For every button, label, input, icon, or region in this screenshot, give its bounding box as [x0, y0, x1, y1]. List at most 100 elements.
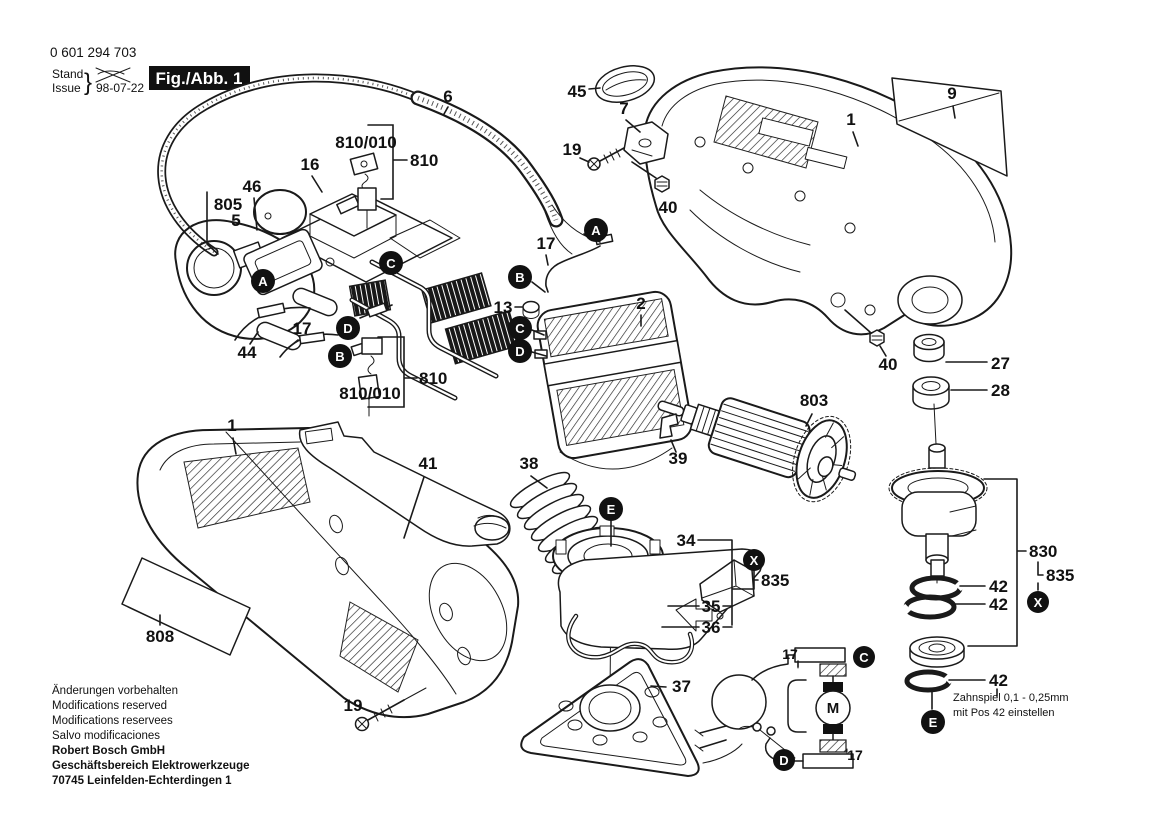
- callout-19-top: 19: [563, 140, 582, 159]
- footer: Änderungen vorbehalten Modifications res…: [52, 685, 250, 787]
- marker-d-left: D: [336, 316, 360, 340]
- callout-34: 34: [677, 531, 696, 550]
- plug-pin: [292, 287, 338, 317]
- callout-835-right: 835: [1046, 566, 1074, 585]
- callout-46: 46: [243, 177, 262, 196]
- callout-835-mid: 835: [761, 571, 789, 590]
- callout-40-top: 40: [659, 198, 678, 217]
- svg-text:B: B: [515, 270, 524, 285]
- sleeve-13: [522, 300, 540, 319]
- marker-e-mid: E: [599, 497, 623, 521]
- sanding-pad-37: [520, 658, 700, 777]
- carbon-brush-top: [349, 152, 379, 229]
- svg-text:A: A: [258, 274, 268, 289]
- sticker-9: [891, 77, 1008, 177]
- bearing-lower: [909, 636, 965, 668]
- callout-44: 44: [238, 343, 257, 362]
- callout-803: 803: [800, 391, 828, 410]
- svg-text:E: E: [607, 502, 616, 517]
- svg-text:C: C: [859, 650, 869, 665]
- spring-washer-42b: [898, 594, 957, 620]
- marker-d-schematic: D: [773, 749, 795, 771]
- power-cord: [157, 73, 596, 257]
- note-line-1: Zahnspiel 0,1 - 0,25mm: [953, 692, 1069, 704]
- marker-m-motor: M: [827, 700, 840, 717]
- lower-housing: [136, 427, 520, 719]
- brace-glyph: }: [84, 69, 92, 96]
- marker-c-left: C: [379, 251, 403, 275]
- clip-39: [659, 413, 679, 439]
- marker-x-mid: X: [743, 549, 765, 571]
- nut-40-right: [844, 309, 885, 347]
- callout-13: 13: [494, 298, 513, 317]
- brush-symbol-top: [794, 647, 846, 663]
- footer-line-es: Salvo modificaciones: [52, 730, 160, 742]
- plate-35: [557, 548, 763, 651]
- marker-b-left: B: [328, 344, 352, 368]
- marker-a-left: A: [251, 269, 275, 293]
- callout-830: 830: [1029, 542, 1057, 561]
- wire-17-mid: [545, 233, 614, 293]
- callout-7: 7: [619, 99, 628, 118]
- issue-date: 98-07-22: [96, 81, 144, 95]
- spring-washer-42a: [909, 575, 968, 601]
- circlip-42c: [904, 669, 957, 693]
- connection-markers: A B C D A B C D E X X E C D M: [251, 218, 1049, 771]
- switch-module: [253, 189, 461, 283]
- callout-45: 45: [568, 82, 587, 101]
- footer-line-de: Änderungen vorbehalten: [52, 685, 178, 697]
- callout-38: 38: [520, 454, 539, 473]
- adjustment-note: Zahnspiel 0,1 - 0,25mm mit Pos 42 einste…: [953, 692, 1069, 719]
- figure-label-box: [149, 66, 250, 90]
- screw-19-top: [587, 147, 625, 171]
- marker-x-right: X: [1027, 591, 1049, 613]
- sticker-808: [121, 557, 251, 656]
- svg-text:B: B: [335, 349, 344, 364]
- callout-17-schematic-bottom: 17: [847, 747, 863, 763]
- callout-6: 6: [443, 87, 452, 106]
- company-address: 70745 Leinfelden-Echterdingen 1: [52, 775, 232, 787]
- plug-pin: [256, 321, 302, 351]
- callout-42b: 42: [989, 595, 1008, 614]
- axis-line: [933, 403, 937, 445]
- svg-text:E: E: [929, 715, 938, 730]
- svg-text:C: C: [515, 321, 525, 336]
- wire-17-left: [279, 331, 339, 358]
- header: 0 601 294 703 Stand Issue } 98-07-22 Fig…: [50, 45, 250, 96]
- callout-17-left: 17: [293, 319, 312, 338]
- wiring-schematic: [694, 647, 854, 769]
- callout-810-010-top: 810/010: [335, 133, 396, 152]
- nut-40-top: [631, 161, 670, 193]
- svg-text:X: X: [750, 553, 759, 568]
- callout-42c: 42: [989, 671, 1008, 690]
- company-division: Geschäftsbereich Elektrowerkzeuge: [52, 760, 250, 772]
- svg-text:D: D: [515, 344, 524, 359]
- callout-17-mid: 17: [537, 234, 556, 253]
- note-line-2: mit Pos 42 einstellen: [953, 707, 1055, 719]
- callout-1-top: 1: [846, 110, 855, 129]
- callout-40-right: 40: [879, 355, 898, 374]
- stator: [533, 290, 693, 470]
- callout-35: 35: [702, 597, 721, 616]
- marker-b-mid: B: [508, 265, 532, 289]
- wire-44: [234, 302, 311, 341]
- brush-symbol-bottom: [802, 753, 854, 769]
- clamp-7: [623, 121, 669, 165]
- callout-17-schematic-top: 17: [782, 646, 798, 662]
- bearing-28: [912, 376, 950, 410]
- carbon-brush-bottom: [357, 337, 383, 417]
- callout-808: 808: [146, 627, 174, 646]
- callout-36: 36: [702, 618, 721, 637]
- cover-45: [594, 65, 656, 103]
- callout-19-bottom: 19: [344, 696, 363, 715]
- callout-16: 16: [301, 155, 320, 174]
- footer-line-en: Modifications reserved: [52, 700, 167, 712]
- callouts: 45 7 19 40 1 9 6 810/010 810 16 46 805 5…: [146, 82, 1075, 763]
- callout-805: 805: [214, 195, 242, 214]
- callout-28: 28: [991, 381, 1010, 400]
- stand-label: Stand: [52, 67, 83, 81]
- cord-sleeve: [410, 90, 564, 228]
- callout-810-010-bottom: 810/010: [339, 384, 400, 403]
